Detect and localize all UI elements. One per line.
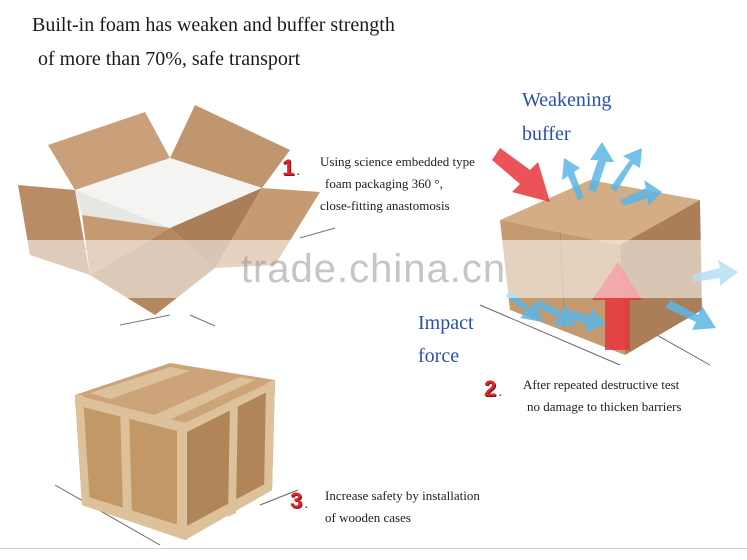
- step-3-line-1: Increase safety by installation: [325, 488, 480, 503]
- step-1-line-3: close-fitting anastomosis: [320, 198, 450, 213]
- headline-line-1: Built-in foam has weaken and buffer stre…: [32, 14, 395, 36]
- headline-line-2: of more than 70%, safe transport: [38, 48, 301, 70]
- step-number-1: 1.: [282, 155, 301, 180]
- weakening-label: Weakening: [522, 89, 612, 111]
- impact-label: Impact: [418, 312, 474, 334]
- force-label: force: [418, 345, 460, 367]
- step-1-line-2: foam packaging 360 °,: [325, 176, 443, 191]
- blue-arrow-icon: [506, 142, 738, 332]
- step-1-line-1: Using science embedded type: [320, 154, 475, 169]
- watermark-band: trade.china.cn: [0, 240, 747, 298]
- buffer-label: buffer: [522, 123, 571, 145]
- step-number-2: 2.: [484, 376, 503, 401]
- wooden-crate-illustration: [54, 363, 299, 546]
- step-number-3: 3.: [290, 488, 309, 513]
- step-2-line-1: After repeated destructive test: [523, 377, 680, 392]
- step-2-line-2: no damage to thicken barriers: [527, 399, 682, 414]
- step-3-line-2: of wooden cases: [325, 510, 411, 525]
- watermark-text: trade.china.cn: [240, 247, 507, 291]
- bottom-divider: [0, 548, 747, 549]
